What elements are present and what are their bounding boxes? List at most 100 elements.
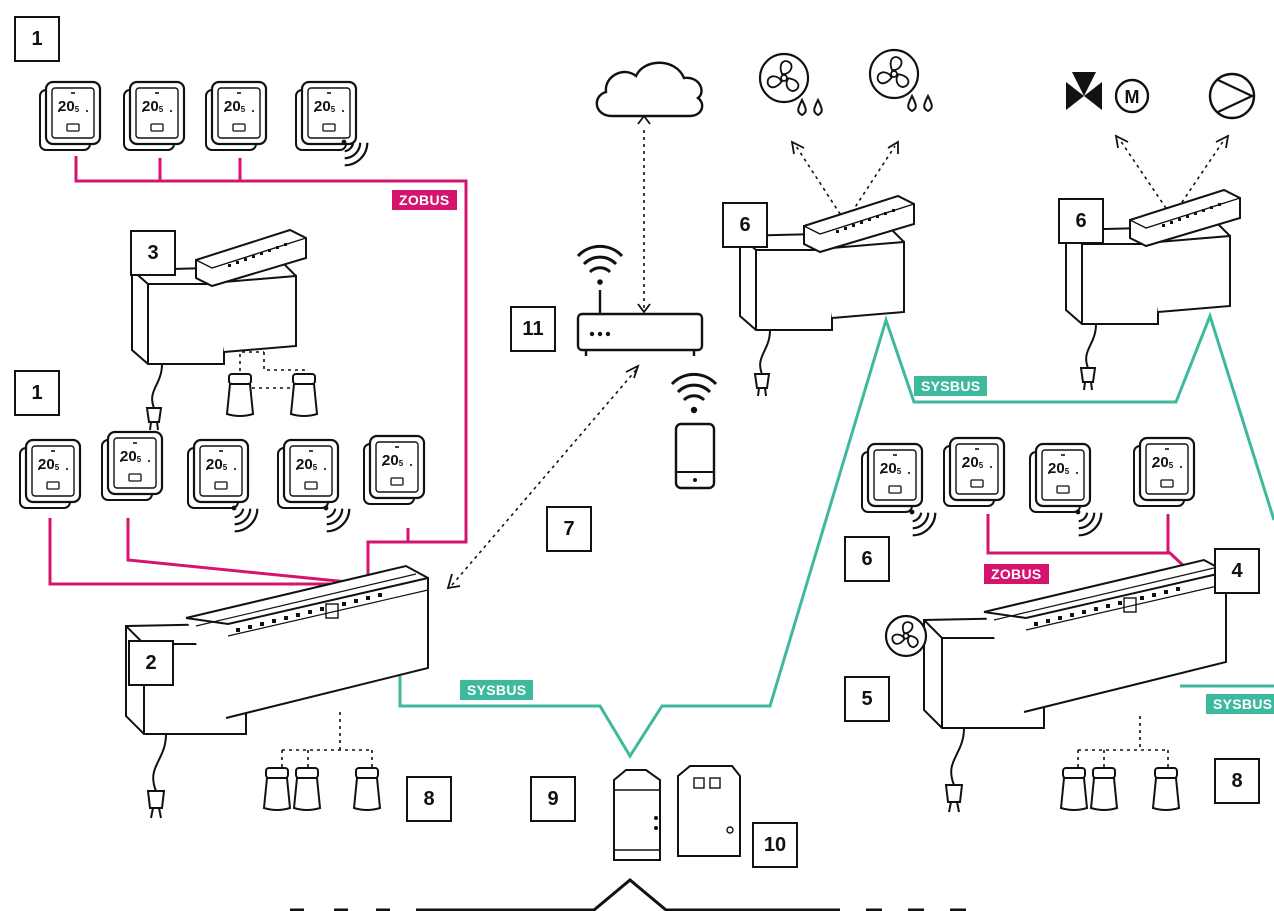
thermostat-reading: 205: [962, 454, 983, 471]
din-rail-module-icon: [613, 769, 661, 861]
actuator-icon: [290, 373, 318, 417]
thermostat-decimal: 5: [330, 105, 336, 114]
thermostat-reading: 205: [38, 456, 59, 473]
actuator-icon: [1152, 767, 1180, 811]
wifi-icon: [576, 244, 624, 285]
label-6-valve-pump: 6: [1058, 198, 1104, 244]
thermostat-temperature: 20: [382, 452, 399, 469]
thermostat-decimal: 5: [158, 105, 164, 114]
thermostat-icon: [294, 80, 358, 152]
svg-text:M: M: [1125, 87, 1140, 107]
thermostat-decimal: 5: [74, 105, 80, 114]
din-rail-module-icon: [677, 765, 741, 857]
thermostat-reading: 205: [314, 98, 335, 115]
thermostat-decimal: 5: [398, 459, 404, 468]
thermostats-left-row: [18, 430, 426, 538]
thermostat-reading: 205: [120, 448, 141, 465]
thermostat-temperature: 20: [1048, 460, 1065, 477]
thermostat-icon: [860, 442, 924, 514]
sysbus-lines: [398, 311, 1274, 759]
thermostat-icon: [362, 434, 426, 506]
actuator-icon: [226, 373, 254, 417]
label-6-fan-coils: 6: [722, 202, 768, 248]
bottom-bracket: [290, 878, 966, 911]
wifi-signal-icon: [230, 504, 264, 538]
thermostat-reading: 205: [224, 98, 245, 115]
thermostat-icon: [204, 80, 268, 152]
thermostat-temperature: 20: [962, 454, 979, 471]
cloud-icon: [595, 61, 704, 118]
thermostat-reading: 205: [206, 456, 227, 473]
thermostat-icon: [100, 430, 164, 502]
thermostat-temperature: 20: [206, 456, 223, 473]
thermostat-temperature: 20: [38, 456, 55, 473]
label-6-thermostats: 6: [844, 536, 890, 582]
thermostat-decimal: 5: [136, 455, 142, 464]
label-5: 5: [844, 676, 890, 722]
thermostat-decimal: 5: [312, 463, 318, 472]
thermostat-reading: 205: [58, 98, 79, 115]
wifi-signal-icon: [322, 504, 356, 538]
label-2: 2: [128, 640, 174, 686]
smartphone-icon: [674, 422, 716, 490]
thermostat-temperature: 20: [880, 460, 897, 477]
wifi-signal-icon: [908, 508, 942, 542]
thermostat-reading: 205: [1152, 454, 1173, 471]
sysbus-tag-bottom-left: SYSBUS: [460, 680, 534, 700]
label-9: 9: [530, 776, 576, 822]
sysbus-tag-right-edge: SYSBUS: [1206, 694, 1274, 714]
thermostat-decimal: 5: [54, 463, 60, 472]
fan-icon: [884, 614, 928, 658]
thermostat-temperature: 20: [296, 456, 313, 473]
thermostat-icon: [122, 80, 186, 152]
thermostat-temperature: 20: [120, 448, 137, 465]
thermostat-icon: [1132, 436, 1196, 508]
thermostat-decimal: 5: [222, 463, 228, 472]
label-11: 11: [510, 306, 556, 352]
actuator-icon: [1090, 767, 1118, 811]
sysbus-tag-top-right: SYSBUS: [914, 376, 988, 396]
actuator-icon: [353, 767, 381, 811]
router-icon: [576, 290, 704, 356]
actuator-icon: [293, 767, 321, 811]
thermostat-icon: [38, 80, 102, 152]
label-1-top: 1: [14, 16, 60, 62]
thermostat-temperature: 20: [1152, 454, 1169, 471]
zobus-tag-right: ZOBUS: [984, 564, 1049, 584]
pump-icon: [1208, 72, 1256, 120]
thermostat-icon: [276, 438, 340, 510]
thermostat-decimal: 5: [240, 105, 246, 114]
wifi-signal-icon: [1074, 508, 1108, 542]
thermostat-icon: [18, 438, 82, 510]
mixing-valve-icon: [1066, 72, 1102, 110]
thermostat-icon: [186, 438, 250, 510]
thermostat-decimal: 5: [978, 461, 984, 470]
thermostat-decimal: 5: [1168, 461, 1174, 470]
dotted-arrowheads: [446, 114, 1230, 639]
thermostat-temperature: 20: [314, 98, 331, 115]
motor-icon: M: [1114, 78, 1150, 114]
actuators-unit-4: [1060, 767, 1180, 811]
thermostat-temperature: 20: [58, 98, 75, 115]
label-8-left: 8: [406, 776, 452, 822]
thermostat-icon: [942, 436, 1006, 508]
thermostat-decimal: 5: [896, 467, 902, 476]
zobus-lines: [48, 156, 1192, 586]
actuators-unit-2: [263, 767, 381, 811]
fan-coil-dehumidifier-icon: [758, 52, 823, 117]
thermostat-reading: 205: [382, 452, 403, 469]
label-4: 4: [1214, 548, 1260, 594]
label-7: 7: [546, 506, 592, 552]
thermostat-reading: 205: [1048, 460, 1069, 477]
thermostat-reading: 205: [880, 460, 901, 477]
label-10: 10: [752, 822, 798, 868]
thermostats-right-row: [860, 436, 1196, 542]
thermostat-reading: 205: [142, 98, 163, 115]
thermostats-top-row: [38, 80, 374, 172]
thermostat-icon: [1028, 442, 1092, 514]
fan-coil-dehumidifier-icon: [868, 48, 933, 113]
actuator-icon: [1060, 767, 1088, 811]
label-1-middle: 1: [14, 370, 60, 416]
label-3: 3: [130, 230, 176, 276]
